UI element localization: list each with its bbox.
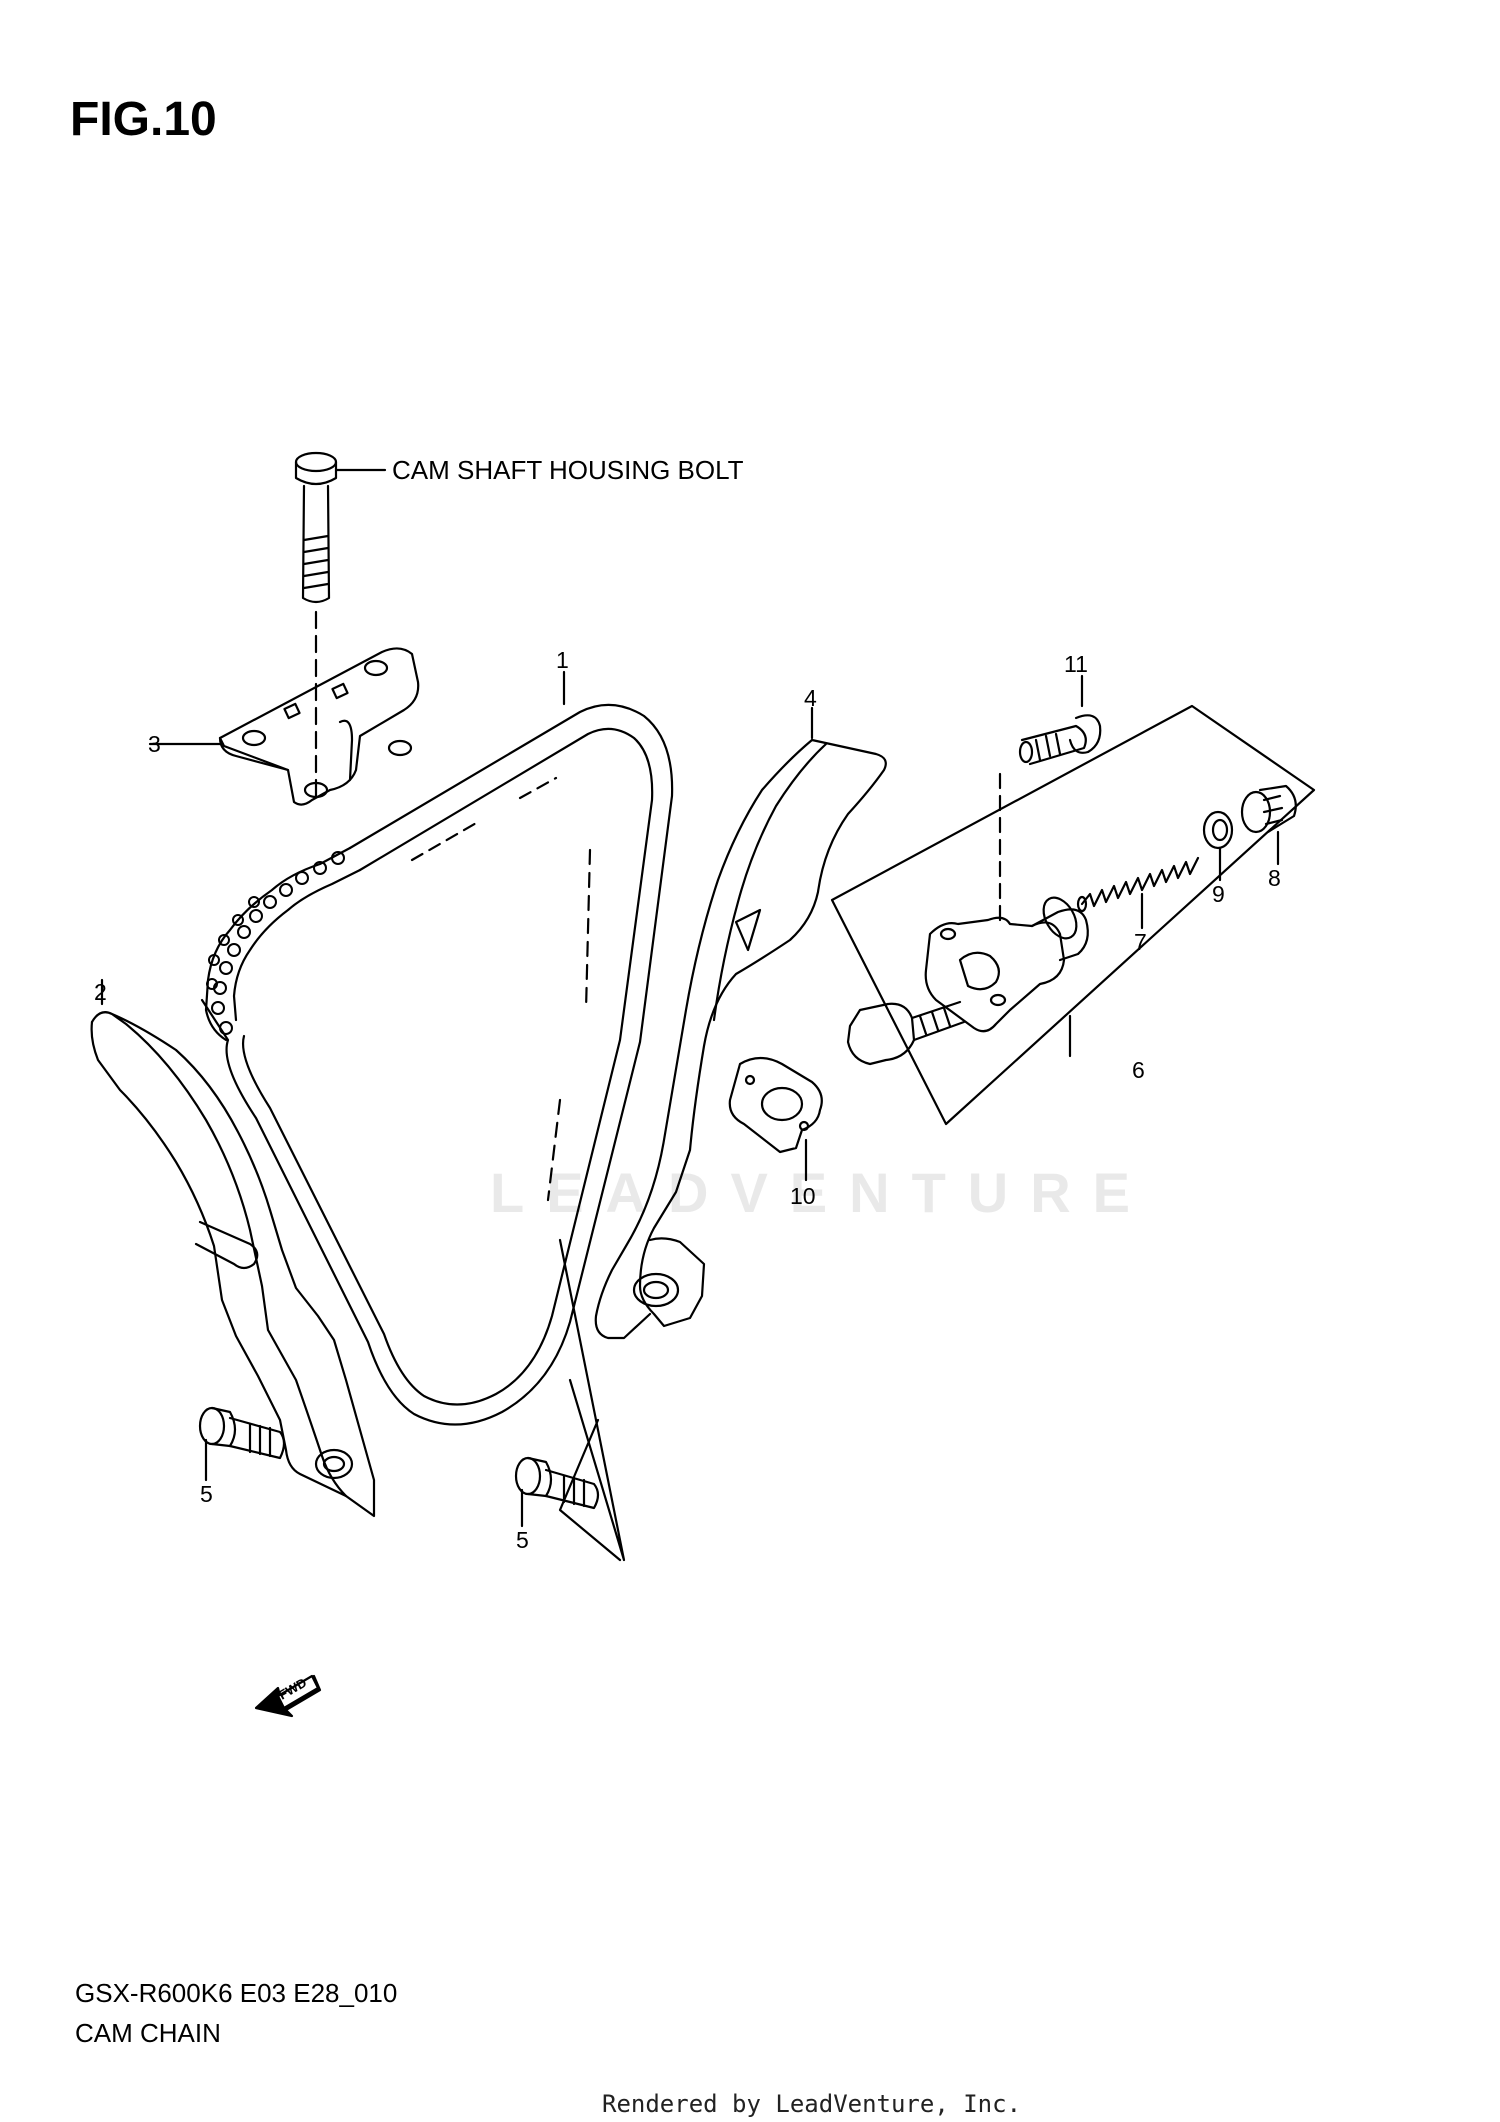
part-4-chain-guide bbox=[594, 706, 887, 1340]
part-8-bolt bbox=[1240, 784, 1297, 866]
callout-4: 4 bbox=[804, 685, 817, 711]
part-10-gasket bbox=[728, 1056, 823, 1182]
callout-cam-shaft-housing-bolt: CAM SHAFT HOUSING BOLT bbox=[392, 455, 744, 485]
part-5-bolt-left bbox=[198, 1406, 286, 1482]
part-3-housing bbox=[148, 647, 420, 806]
callout-2: 2 bbox=[94, 979, 107, 1005]
callout-8: 8 bbox=[1268, 865, 1281, 891]
part-11-bolt bbox=[1018, 674, 1102, 766]
callout-1: 1 bbox=[556, 647, 569, 673]
part-9-washer bbox=[1202, 810, 1234, 882]
callout-3: 3 bbox=[148, 731, 161, 757]
callout-7: 7 bbox=[1134, 929, 1147, 955]
callout-10: 10 bbox=[790, 1183, 816, 1209]
callout-11: 11 bbox=[1064, 651, 1088, 677]
callout-5-right: 5 bbox=[516, 1527, 529, 1553]
part-1-cam-chain bbox=[200, 670, 674, 1426]
callout-6: 6 bbox=[1132, 1057, 1145, 1083]
callout-5-left: 5 bbox=[200, 1481, 213, 1507]
part-5-bolt-right bbox=[514, 1456, 600, 1528]
cam-shaft-housing-bolt bbox=[294, 451, 387, 802]
part-2-chain-guide bbox=[90, 978, 376, 1518]
part-7-spring bbox=[1076, 856, 1200, 930]
alignment-triangle bbox=[558, 1238, 626, 1562]
rendered-by-credit: Rendered by LeadVenture, Inc. bbox=[602, 2090, 1022, 2118]
tensioner-body bbox=[846, 770, 1089, 1066]
footer-diagram-name: CAM CHAIN bbox=[75, 2018, 221, 2048]
callout-9: 9 bbox=[1212, 881, 1225, 907]
footer-diagram-code: GSX-R600K6 E03 E28_010 bbox=[75, 1978, 398, 2008]
figure-title: FIG.10 bbox=[70, 93, 217, 146]
fwd-arrow-icon bbox=[254, 1674, 322, 1718]
